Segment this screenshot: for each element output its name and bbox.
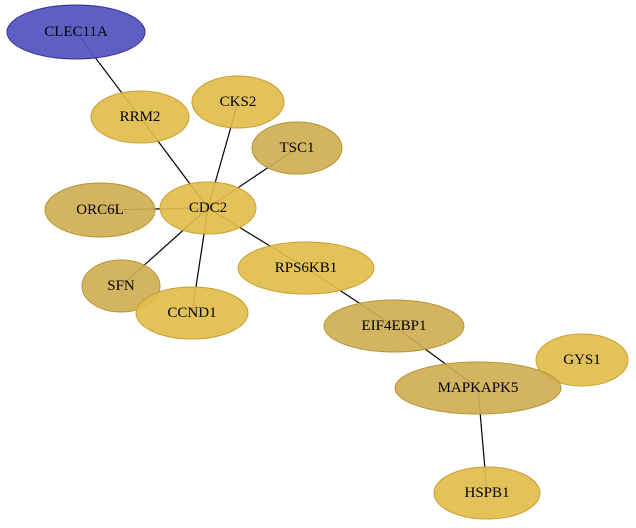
node-eif4ebp1[interactable]: EIF4EBP1 — [323, 299, 465, 353]
node-ellipse — [237, 241, 375, 295]
node-label: HSPB1 — [464, 485, 509, 501]
node-ellipse — [159, 181, 257, 235]
node-rrm2[interactable]: RRM2 — [90, 90, 190, 144]
node-mapkapk5[interactable]: MAPKAPK5 — [394, 361, 562, 415]
node-ellipse — [90, 90, 190, 144]
node-label: CDC2 — [189, 200, 227, 216]
node-label: TSC1 — [279, 140, 314, 156]
node-ellipse — [433, 466, 541, 520]
node-cks2[interactable]: CKS2 — [191, 75, 285, 129]
node-tsc1[interactable]: TSC1 — [251, 121, 343, 175]
node-clec11a[interactable]: CLEC11A — [6, 4, 146, 60]
node-cdc2[interactable]: CDC2 — [159, 181, 257, 235]
node-ellipse — [323, 299, 465, 353]
node-ellipse — [251, 121, 343, 175]
node-label: CCND1 — [167, 305, 216, 321]
node-label: ORC6L — [76, 202, 124, 218]
node-label: CLEC11A — [44, 24, 108, 40]
node-ellipse — [6, 4, 146, 60]
node-label: GYS1 — [563, 352, 601, 368]
node-label: MAPKAPK5 — [438, 380, 519, 396]
node-label: EIF4EBP1 — [361, 318, 426, 334]
node-ellipse — [191, 75, 285, 129]
node-hspb1[interactable]: HSPB1 — [433, 466, 541, 520]
node-rps6kb1[interactable]: RPS6KB1 — [237, 241, 375, 295]
node-sfn[interactable]: SFN — [81, 259, 161, 313]
node-label: RRM2 — [120, 109, 161, 125]
node-ellipse — [81, 259, 161, 313]
node-ccnd1[interactable]: CCND1 — [135, 286, 249, 340]
node-label: SFN — [107, 278, 135, 294]
node-gys1[interactable]: GYS1 — [535, 333, 629, 387]
node-ellipse — [394, 361, 562, 415]
node-ellipse — [44, 182, 156, 238]
node-ellipse — [135, 286, 249, 340]
node-label: CKS2 — [220, 94, 257, 110]
node-label: RPS6KB1 — [275, 260, 338, 276]
node-orc6l[interactable]: ORC6L — [44, 182, 156, 238]
node-ellipse — [535, 333, 629, 387]
